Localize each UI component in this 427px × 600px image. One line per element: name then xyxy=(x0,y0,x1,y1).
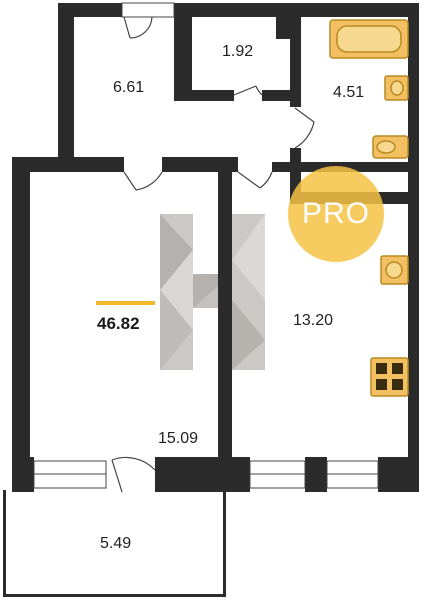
wall-wc-notch xyxy=(276,17,290,39)
wall-bottom-mid xyxy=(155,457,250,492)
balcony-left-edge xyxy=(3,490,6,596)
windows xyxy=(33,2,379,489)
balcony-bottom-edge xyxy=(3,594,225,597)
wall-bath-left xyxy=(290,3,301,107)
fixtures xyxy=(329,19,409,397)
stove-icon xyxy=(370,357,409,397)
wall-bottom-mid-right xyxy=(305,457,327,492)
door-bathroom xyxy=(294,107,315,149)
wall-duct-left xyxy=(290,172,301,198)
wall-wc-bottom-right xyxy=(262,90,300,101)
wall-hall-left xyxy=(58,3,74,161)
h-logo-watermark xyxy=(160,214,265,370)
sink-icon xyxy=(380,255,409,285)
wall-living-top-left xyxy=(12,157,124,172)
bedroom-area-label: 15.09 xyxy=(158,430,199,447)
wall-top xyxy=(58,3,415,17)
balcony-area-label: 5.49 xyxy=(100,535,132,552)
door-hall-entrance xyxy=(123,16,153,39)
wall-bath-left-lower xyxy=(290,148,301,172)
wall-bottom-left xyxy=(12,457,34,492)
bathtub-icon xyxy=(329,19,409,59)
wall-hall-right xyxy=(174,3,192,101)
bathroom-area-label: 4.51 xyxy=(333,84,365,101)
door-bedroom xyxy=(123,171,163,191)
total-area-accent-bar xyxy=(96,301,155,305)
wall-bath-bottom xyxy=(290,162,419,172)
wall-partition xyxy=(218,157,232,457)
wall-living-top-right xyxy=(272,162,290,172)
door-wc xyxy=(233,85,263,96)
wall-bottom-right xyxy=(378,457,419,492)
wall-wc-bottom xyxy=(174,90,234,101)
wc-area-label: 1.92 xyxy=(222,43,254,60)
door-balcony xyxy=(111,456,156,493)
wall-right xyxy=(408,3,419,473)
wall-living-left xyxy=(12,157,30,492)
total-area-label: 46.82 xyxy=(97,314,140,333)
door-kitchen xyxy=(237,171,273,189)
washbasin-icon xyxy=(384,75,409,101)
kitchen-living-area-label: 13.20 xyxy=(293,312,334,329)
doors xyxy=(111,16,315,493)
hall-area-label: 6.61 xyxy=(113,79,145,96)
pro-badge-text: PRO xyxy=(301,197,370,230)
pro-badge-icon: PRO xyxy=(288,166,384,262)
toilet-icon xyxy=(372,135,409,159)
window-hall xyxy=(121,2,175,18)
balcony-right-edge xyxy=(223,490,226,597)
